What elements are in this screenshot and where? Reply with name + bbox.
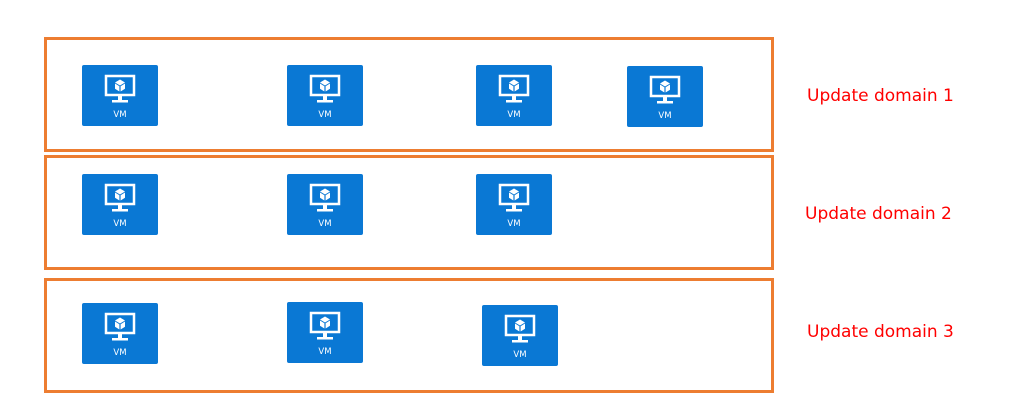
update-domain-3-box [44, 278, 774, 393]
update-domain-2-box [44, 155, 774, 270]
monitor-with-cube-icon [104, 312, 136, 341]
vm-label: VM [113, 219, 127, 229]
monitor-with-cube-icon [309, 183, 341, 212]
monitor-with-cube-icon [649, 75, 681, 104]
monitor-with-cube-icon [104, 74, 136, 103]
vm-label: VM [318, 110, 332, 120]
vm-label: VM [113, 348, 127, 358]
update-domain-3-label: Update domain 3 [807, 322, 954, 342]
vm-label: VM [113, 110, 127, 120]
monitor-with-cube-icon [309, 311, 341, 340]
vm-tile: VM [476, 174, 552, 235]
vm-tile: VM [287, 302, 363, 363]
monitor-with-cube-icon [498, 74, 530, 103]
vm-label: VM [318, 347, 332, 357]
update-domain-1-label: Update domain 1 [807, 86, 954, 106]
vm-tile: VM [482, 305, 558, 366]
monitor-with-cube-icon [309, 74, 341, 103]
vm-label: VM [513, 350, 527, 360]
monitor-with-cube-icon [498, 183, 530, 212]
vm-tile: VM [82, 174, 158, 235]
vm-tile: VM [82, 65, 158, 126]
vm-label: VM [507, 219, 521, 229]
vm-tile: VM [476, 65, 552, 126]
vm-tile: VM [82, 303, 158, 364]
vm-tile: VM [287, 174, 363, 235]
vm-tile: VM [287, 65, 363, 126]
vm-tile: VM [627, 66, 703, 127]
monitor-with-cube-icon [504, 314, 536, 343]
vm-label: VM [658, 111, 672, 121]
update-domain-2-label: Update domain 2 [805, 204, 952, 224]
vm-label: VM [318, 219, 332, 229]
vm-label: VM [507, 110, 521, 120]
monitor-with-cube-icon [104, 183, 136, 212]
